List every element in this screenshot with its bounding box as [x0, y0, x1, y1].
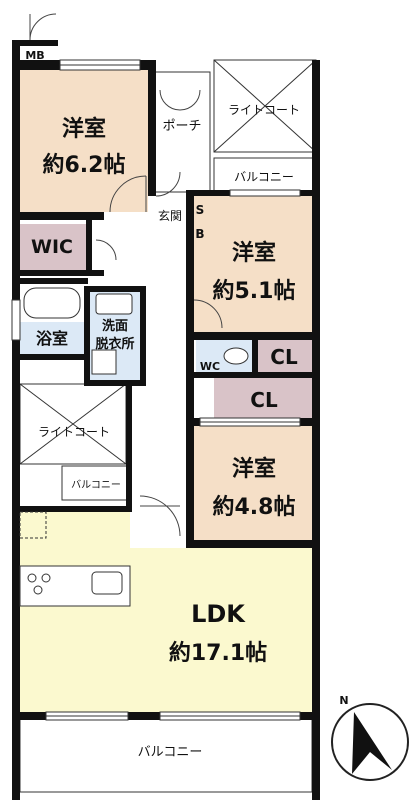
fridge-space [19, 511, 47, 539]
western-room-3-floor [194, 424, 312, 542]
washroom-label-1: 洗面 [102, 318, 128, 334]
lightcourt-top-label: ライトコート [228, 103, 300, 117]
door-swings [29, 13, 223, 537]
wic-floor [20, 224, 86, 270]
wash-basin [95, 293, 133, 315]
closet-1-floor [256, 340, 312, 372]
western-room-2-name: 洋室 [232, 240, 276, 266]
ldk-name: LDK [191, 600, 246, 628]
western-room-2-size: 約5.1帖 [213, 278, 296, 304]
ldk-floor [20, 508, 312, 712]
entrance-label: 玄関 [158, 208, 182, 223]
shoebox-s: S [196, 203, 205, 217]
western-room-1-size: 約6.2帖 [43, 152, 126, 178]
bath-floor [20, 322, 84, 354]
porch-label: ポーチ [162, 119, 201, 134]
ldk-size: 約17.1帖 [169, 640, 267, 666]
balcony-top-label: バルコニー [234, 170, 294, 184]
wc-label: WC [200, 360, 220, 373]
toilet [223, 347, 249, 365]
compass: N [331, 694, 409, 781]
wic-label: WIC [31, 236, 73, 258]
lightcourt-mid-label: ライトコート [38, 425, 110, 439]
bathtub [23, 287, 81, 319]
western-room-3-size: 約4.8帖 [213, 494, 296, 520]
balcony-mid-label: バルコニー [71, 479, 121, 491]
windows [11, 59, 301, 721]
western-room-3-name: 洋室 [232, 456, 276, 482]
closet-2-label: CL [250, 388, 278, 412]
bath-label: 浴室 [36, 329, 68, 348]
washer-pan [91, 349, 117, 375]
western-room-1-name: 洋室 [62, 116, 106, 142]
balcony-bottom-label: バルコニー [138, 745, 203, 760]
washroom-label-2: 脱衣所 [95, 336, 134, 352]
closet-1-label: CL [270, 345, 298, 369]
shoebox-b: B [195, 227, 204, 241]
mb-label: MB [25, 49, 44, 62]
western-room-2-floor [194, 196, 312, 332]
compass-arrow [352, 712, 392, 774]
western-room-1-floor [20, 70, 148, 212]
compass-north-label: N [339, 694, 348, 707]
fixtures [19, 287, 249, 607]
closet-2-floor [214, 378, 312, 418]
labels: MB 洋室 約6.2帖 ポーチ ライトコート バルコニー WIC 玄関 S B … [25, 49, 300, 760]
